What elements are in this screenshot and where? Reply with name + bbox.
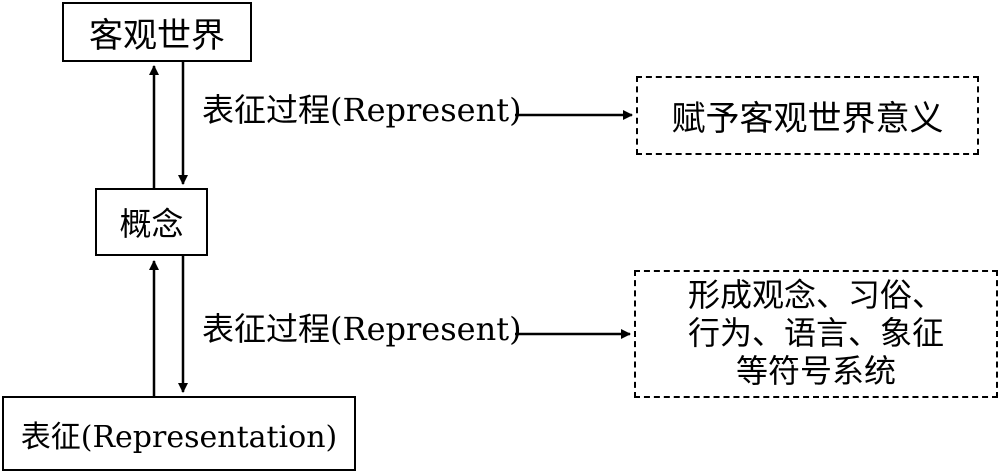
node-symbol-system-label: 形成观念、习俗、 行为、语言、象征 等符号系统: [687, 276, 944, 390]
node-representation-label: 表征(Representation): [20, 419, 338, 455]
node-concept-label: 概念: [119, 205, 184, 243]
edge-label-represent-upper: 表征过程(Represent): [202, 91, 522, 129]
node-objective-world-label: 客观世界: [89, 15, 225, 56]
node-meaning-label: 赋予客观世界意义: [671, 99, 944, 139]
node-objective-world: 客观世界: [62, 2, 252, 62]
node-concept: 概念: [95, 188, 208, 256]
node-symbol-system: 形成观念、习俗、 行为、语言、象征 等符号系统: [634, 270, 998, 398]
edge-label-represent-lower: 表征过程(Represent): [202, 310, 522, 348]
node-meaning: 赋予客观世界意义: [636, 76, 979, 155]
node-representation: 表征(Representation): [2, 396, 356, 471]
